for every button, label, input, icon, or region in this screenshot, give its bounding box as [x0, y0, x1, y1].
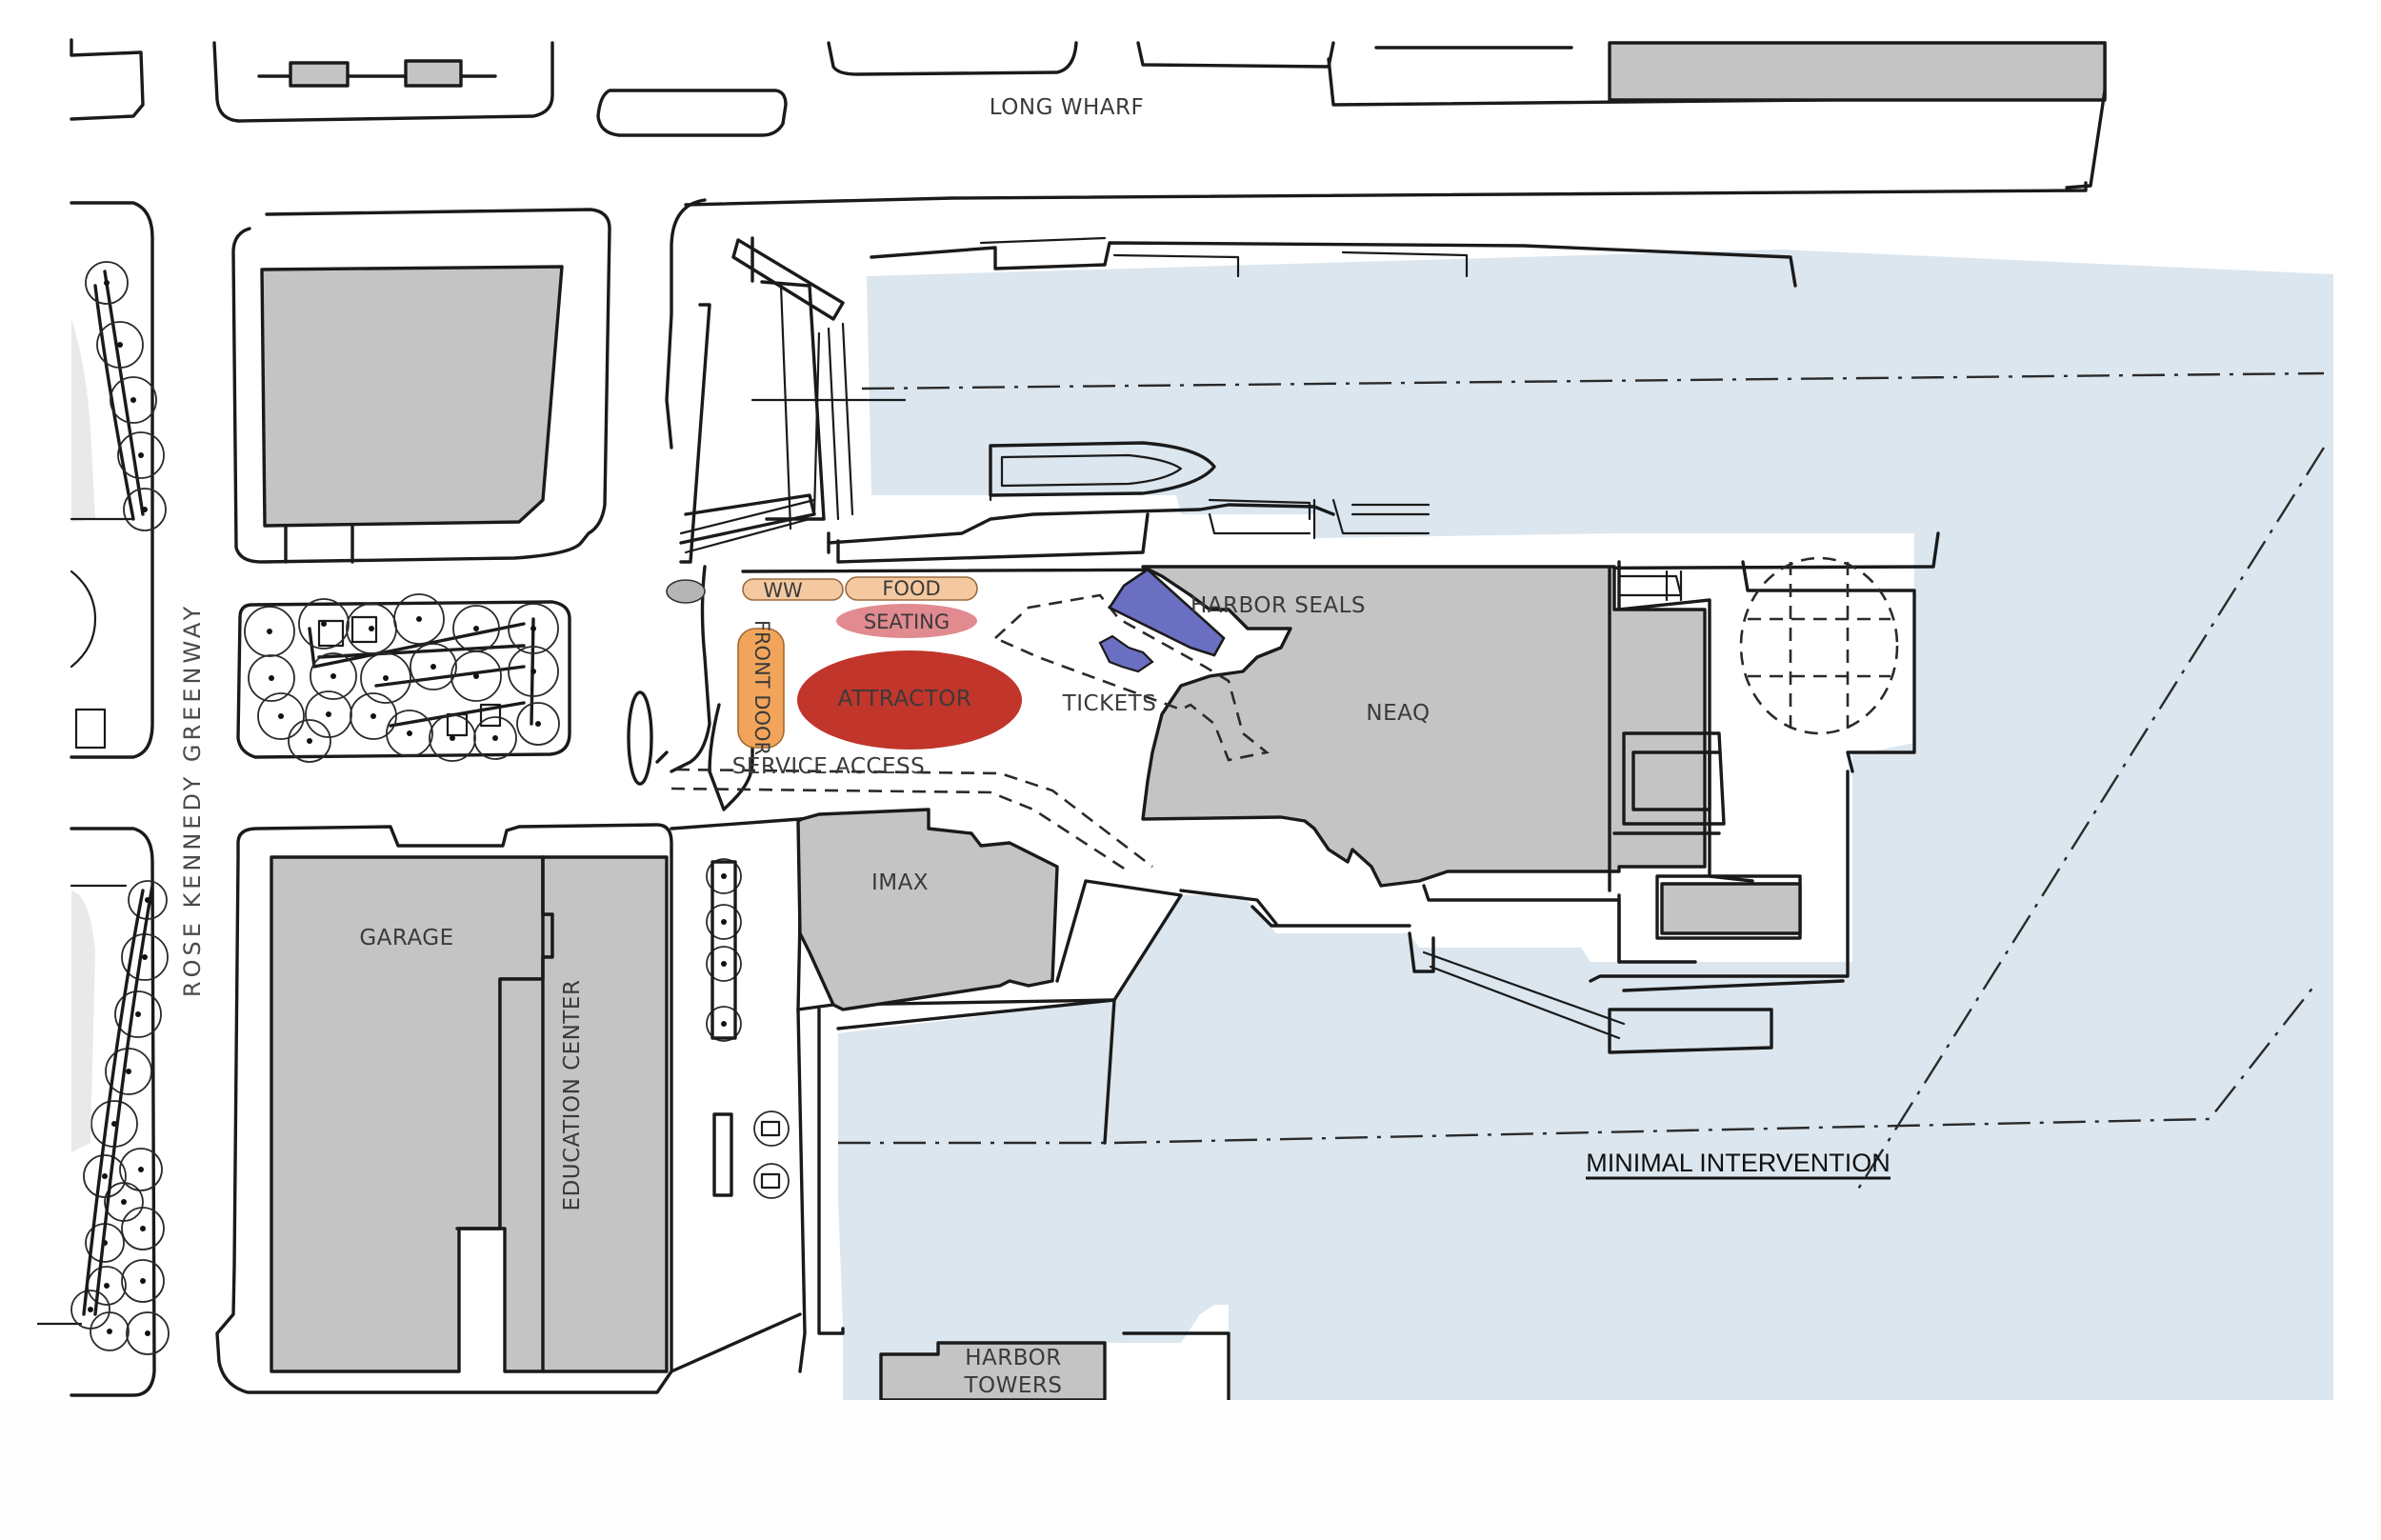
label-seating: SEATING: [864, 610, 950, 633]
plaza-outline: [655, 565, 1621, 1402]
neaq-annex: [1622, 731, 1726, 826]
label-harbor-towers-line-2: TOWERS: [963, 1373, 1062, 1398]
front-door-pill: [737, 628, 785, 749]
bollard: [666, 579, 706, 604]
bottom-margin: [0, 1400, 2381, 1540]
tickets-lobby-outline: [992, 593, 1270, 762]
southeast-pier: [1408, 931, 1773, 1054]
attractor-ellipse: [797, 650, 1022, 750]
label-minimal-intervention: MINIMAL INTERVENTION: [1586, 1149, 1891, 1177]
plaza-planters: [706, 858, 790, 1199]
long-wharf-large-building: [1608, 41, 2107, 102]
channel-line-upper: [861, 371, 2325, 390]
label-garage: GARAGE: [359, 926, 453, 950]
label-imax: IMAX: [871, 870, 929, 895]
plaza-edge: [741, 531, 1940, 573]
label-tickets: TICKETS: [1062, 691, 1157, 716]
label-service-access: SERVICE ACCESS: [732, 754, 925, 779]
greenway-trees: [70, 261, 170, 1355]
planter: [627, 690, 653, 786]
education-center-building: [455, 855, 669, 1373]
label-street-greenway: ROSE KENNEDY GREENWAY: [179, 603, 206, 997]
long-wharf-small-building-2: [404, 59, 463, 88]
channel-line-lower: [838, 985, 2315, 1145]
long-wharf-rounded-block: [596, 89, 788, 137]
label-harbor-seals: HARBOR SEALS: [1190, 593, 1366, 618]
label-neaq: NEAQ: [1366, 701, 1430, 726]
wharf-edge: [684, 181, 2088, 207]
food-pill: [845, 576, 978, 601]
long-wharf-area: [70, 38, 2107, 190]
label-long-wharf: LONG WHARF: [990, 95, 1144, 120]
label-education-center: EDUCATION CENTER: [560, 980, 585, 1211]
neaq-building: [1141, 565, 1707, 888]
neaq-small-annex: [1660, 882, 1802, 935]
seal-small-shape: [1098, 634, 1154, 673]
harbor-water: [838, 250, 2333, 1400]
label-food: FOOD: [882, 577, 940, 600]
imax-building: [796, 808, 1059, 1011]
harbor-seals-shape: [1108, 568, 1226, 657]
label-harbor-towers-line-1: HARBOR: [965, 1346, 1061, 1370]
channel-line-diagonal: [1855, 447, 2326, 1191]
service-access-route: [675, 768, 1153, 869]
label-ww: WW: [763, 579, 803, 602]
block-building-north: [260, 265, 564, 528]
pier-structures: [679, 236, 1797, 564]
label-attractor: ATTRACTOR: [838, 687, 972, 711]
tree-block: [244, 593, 560, 763]
city-blocks: [36, 201, 673, 1397]
boat-icon: [989, 441, 1216, 502]
long-wharf-small-building-1: [289, 61, 350, 88]
ww-pill: [742, 578, 844, 601]
seating-ellipse: [836, 604, 977, 638]
penguin-tank: [1739, 556, 1899, 735]
label-front-door: FRONT DOOR: [750, 620, 773, 755]
